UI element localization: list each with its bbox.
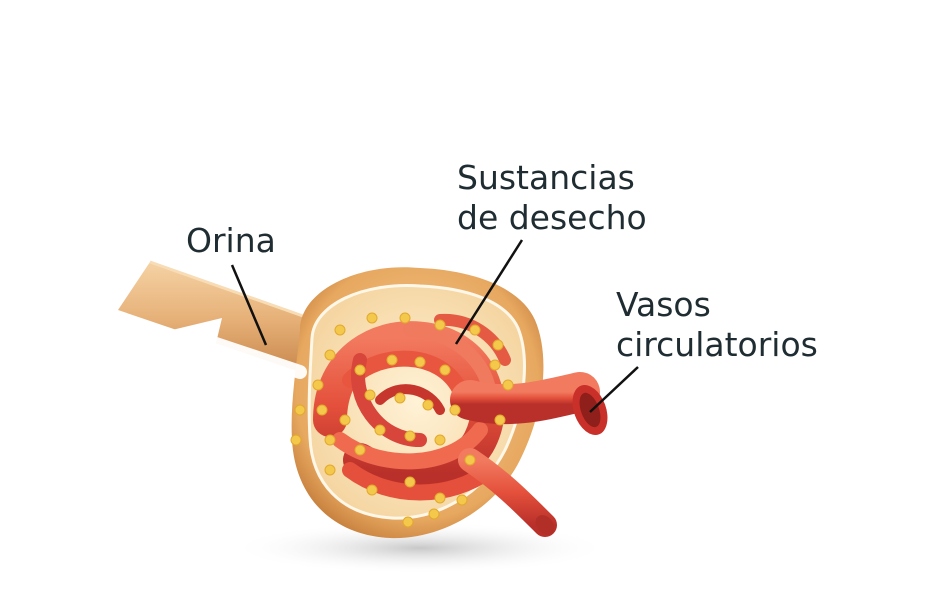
urine-flow-arrow: [172, 318, 307, 379]
leader-line-waste: [454, 239, 524, 345]
ground-shadow: [230, 522, 610, 574]
label-waste-line1: Sustancias: [457, 158, 635, 197]
leader-lines: [230, 239, 639, 413]
label-vessels-line1: Vasos: [616, 285, 711, 324]
leader-line-urine: [230, 264, 268, 346]
leader-line-vessels: [589, 366, 639, 413]
capillary-tuft: [313, 313, 511, 501]
label-vessels-line2: circulatorios: [616, 325, 818, 364]
label-urine: Orina: [186, 221, 276, 260]
tubule: [118, 260, 321, 372]
waste-particles: [290, 312, 514, 528]
label-waste-line2: de desecho: [457, 198, 647, 237]
blood-vessels: [450, 372, 608, 537]
